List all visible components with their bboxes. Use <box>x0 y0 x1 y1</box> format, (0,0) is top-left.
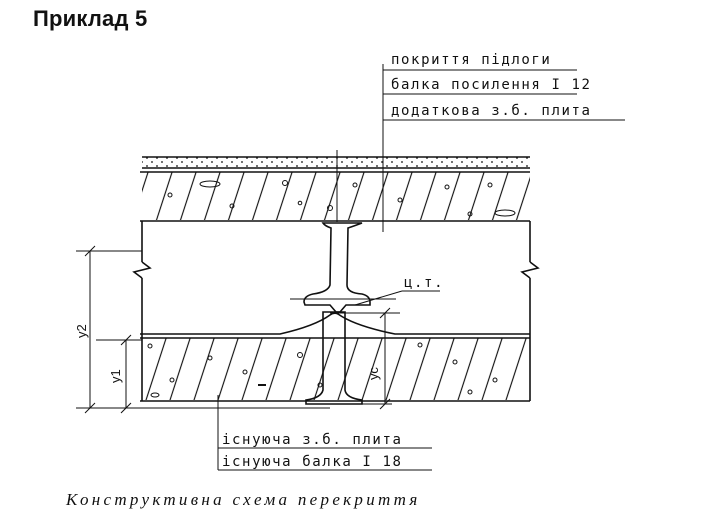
floor-covering-layer <box>142 156 530 169</box>
label-existing-beam: існуюча балка I 18 <box>222 454 403 470</box>
dim-y2: у2 <box>74 324 89 338</box>
cavity <box>132 221 540 335</box>
label-additional-slab: додаткова з.б. плита <box>391 103 592 119</box>
label-existing-slab: існуюча з.б. плита <box>222 432 403 448</box>
center-of-gravity <box>290 290 440 314</box>
label-center-of-gravity: ц.т. <box>404 275 444 291</box>
page-title: Приклад 5 <box>33 6 148 31</box>
label-reinforcing-beam: балка посилення I 12 <box>391 77 592 93</box>
figure-caption: Конструктивна схема перекриття <box>66 490 421 509</box>
dimension-lines <box>76 245 392 414</box>
additional-slab <box>140 171 530 222</box>
dim-y1: у1 <box>108 369 123 383</box>
label-floor-covering: покриття підлоги <box>391 52 551 68</box>
existing-slab <box>140 335 531 402</box>
dim-yc: ус <box>366 367 381 380</box>
top-leaders <box>336 64 625 232</box>
